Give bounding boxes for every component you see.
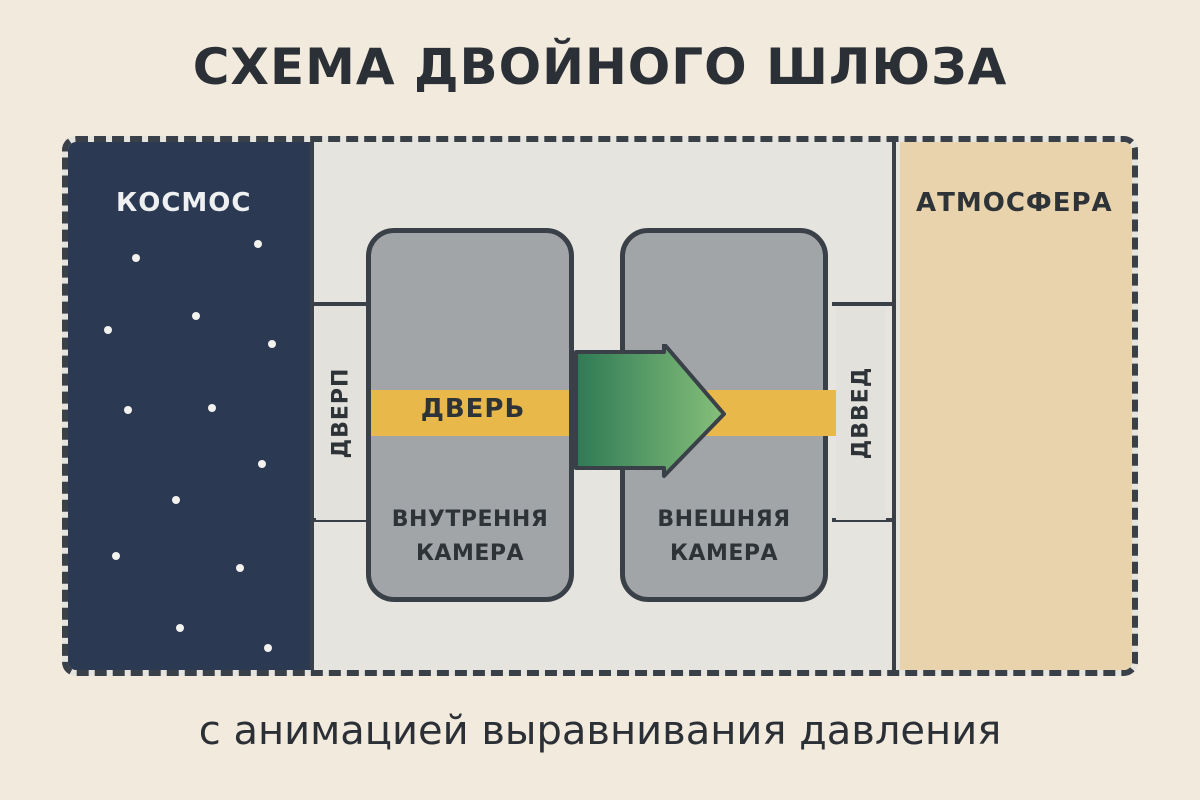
star-icon [254,240,262,248]
right-door-panel: ДВВЕД [836,306,886,520]
star-icon [124,406,132,414]
arrow-right-icon [574,344,726,478]
door-band-overlay [371,390,569,436]
outer-chamber-label-line2: КАМЕРА [669,541,779,566]
inner-chamber-label-line2: КАМЕРА [415,541,525,566]
star-icon [132,254,140,262]
star-icon [258,460,266,468]
space-zone: КОСМОС [68,142,312,670]
diagram-subtitle: с анимацией выравнивания давления [198,708,1002,754]
outer-chamber-label-line1: ВНЕШНЯЯ [657,507,791,532]
star-icon [236,564,244,572]
left-door-panel: ДВЕРП [316,306,366,520]
star-icon [104,326,112,334]
connector-line [832,302,892,306]
star-icon [192,312,200,320]
star-icon [112,552,120,560]
airlock-frame: КОСМОС АТМОСФЕРА ДВЕРП ДВВЕД ВНУТРЕННЯ К… [62,136,1138,676]
connector-line [314,302,368,306]
atmosphere-label: АТМОСФЕРА [916,188,1113,218]
diagram-title: СХЕМА ДВОЙНОГО ШЛЮЗА [192,38,1008,96]
inner-chamber-label-line1: ВНУТРЕННЯ [391,507,549,532]
space-divider [310,142,314,670]
inner-chamber-label: ВНУТРЕННЯ КАМЕРА [371,503,569,571]
right-door-label: ДВВЕД [848,366,874,460]
star-icon [264,644,272,652]
left-door-label: ДВЕРП [328,367,354,459]
door-label: ДВЕРЬ [420,394,526,424]
outer-chamber-label: ВНЕШНЯЯ КАМЕРА [625,503,823,571]
atmosphere-divider [892,142,896,670]
connector-line [314,518,368,522]
connector-line [832,518,892,522]
star-icon [176,624,184,632]
star-icon [208,404,216,412]
atmosphere-zone: АТМОСФЕРА [900,142,1132,670]
star-icon [172,496,180,504]
star-icon [268,340,276,348]
space-label: КОСМОС [116,188,252,218]
